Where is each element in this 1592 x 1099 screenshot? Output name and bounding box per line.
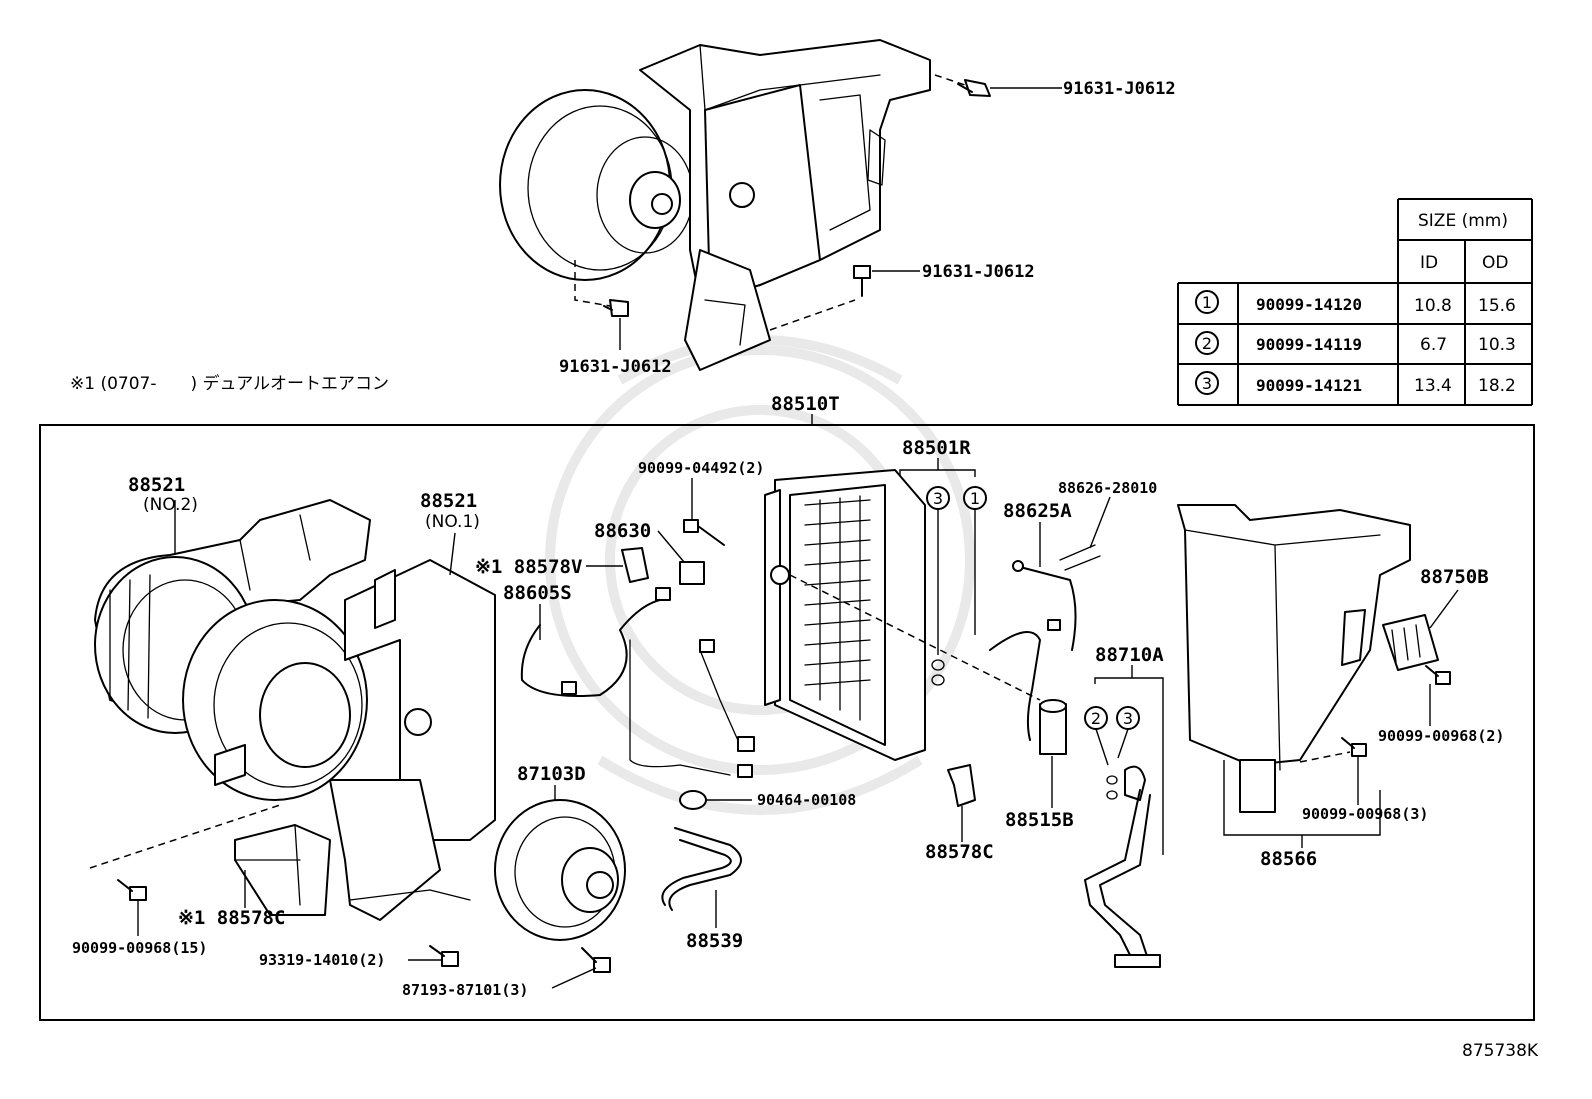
part-label-88710a: 88710A <box>1095 644 1164 666</box>
assembly-label-88510t: 88510T <box>771 393 840 415</box>
size-row-3-od: 18.2 <box>1478 376 1516 396</box>
bolt-icon-top-mid <box>853 265 871 297</box>
screw-icon-90099-00968-3 <box>1341 737 1367 757</box>
part-label-87103d: 87103D <box>517 763 586 785</box>
part-label-90099-00968-15: 90099-00968(15) <box>72 939 207 957</box>
callout-88710a-3: 3 <box>1123 709 1133 728</box>
o-ring-icon <box>931 674 945 686</box>
size-row-3-part: 90099-14121 <box>1256 376 1362 395</box>
size-table-col-od: OD <box>1482 253 1508 273</box>
callout-88710a-2: 2 <box>1091 709 1101 728</box>
size-row-1-num: 1 <box>1202 293 1212 312</box>
size-row-3-num: 3 <box>1202 374 1212 393</box>
part-label-87193-87101: 87193-87101(3) <box>402 981 528 999</box>
part-label-88521-no1: 88521 <box>420 490 477 512</box>
part-label-93319-14010: 93319-14010(2) <box>259 951 385 969</box>
screw-icon-87193-87101 <box>581 947 611 973</box>
size-table: SIZE (mm) ID OD 1 90099-14120 10.8 15.6 … <box>1177 198 1533 406</box>
blower-case-no1-illustration <box>182 559 496 921</box>
part-label-88515b: 88515B <box>1005 809 1074 831</box>
part-label-90099-00968-3: 90099-00968(3) <box>1302 805 1428 823</box>
part-sub-88521-no1: (NO.1) <box>425 512 480 532</box>
size-row-2-od: 10.3 <box>1478 335 1516 355</box>
screw-icon-93319-14010 <box>429 945 459 967</box>
size-table-header: SIZE (mm) <box>1418 211 1508 231</box>
size-row-2-num: 2 <box>1202 334 1212 353</box>
part-label-90099-00968-2: 90099-00968(2) <box>1378 727 1504 745</box>
refrigerant-pipe-illustration <box>1084 765 1161 968</box>
part-label-88539: 88539 <box>686 930 743 952</box>
resistor-88630-illustration <box>679 561 705 585</box>
size-row-1-od: 15.6 <box>1478 296 1516 316</box>
part-label-90464-00108: 90464-00108 <box>757 791 856 809</box>
part-label-91631-top-left: 91631-J0612 <box>559 357 672 377</box>
bolt-icon-90099-04492 <box>683 519 725 546</box>
filter-cover-left-illustration <box>234 824 331 916</box>
o-ring-icon <box>931 659 945 671</box>
top-unit-illustration <box>499 39 966 371</box>
part-label-88566: 88566 <box>1260 848 1317 870</box>
bolt-icon-top-right <box>957 79 991 97</box>
size-row-2-part: 90099-14119 <box>1256 335 1362 354</box>
thermistor-88625a-illustration <box>1012 544 1101 651</box>
size-row-1-id: 10.8 <box>1414 296 1452 316</box>
part-label-90099-04492: 90099-04492(2) <box>638 459 764 477</box>
size-row-1-part: 90099-14120 <box>1256 295 1362 314</box>
part-sub-88521-no2: (NO.2) <box>143 495 198 515</box>
part-label-88578c-mid: 88578C <box>925 841 994 863</box>
wire-harness-illustration <box>520 587 755 778</box>
clamp-90464-illustration <box>679 790 707 810</box>
part-label-91631-top-right: 91631-J0612 <box>1063 79 1176 99</box>
size-table-col-id: ID <box>1420 253 1438 273</box>
part-label-88521-no2: 88521 <box>128 474 185 496</box>
expansion-valve-illustration <box>989 631 1067 755</box>
case-88566-illustration <box>1177 504 1411 813</box>
size-row-3-id: 13.4 <box>1414 376 1452 396</box>
part-label-88630: 88630 <box>594 520 651 542</box>
applicability-note: ※1 (0707- ) デュアルオートエアコン <box>70 373 389 394</box>
bolt-icon-top-left <box>603 299 629 317</box>
part-label-88625a: 88625A <box>1003 500 1072 522</box>
exploded-view-frame <box>39 424 1535 1021</box>
servo-88750b-illustration <box>1382 614 1439 671</box>
screw-icon-90099-00968-2 <box>1425 665 1451 685</box>
diagram-code: 875738K <box>1462 1041 1539 1061</box>
blower-motor-illustration <box>494 799 626 941</box>
clip-88578v-illustration <box>621 547 649 583</box>
drain-hose-illustration <box>661 827 742 911</box>
part-label-88501r: 88501R <box>902 437 971 459</box>
part-label-88750b: 88750B <box>1420 566 1489 588</box>
part-label-88626-28010: 88626-28010 <box>1058 479 1157 497</box>
part-label-88578c-left: ※1 88578C <box>178 907 285 929</box>
screw-icon-90099-00968-15 <box>117 879 147 901</box>
part-label-88605s: 88605S <box>503 582 572 604</box>
clip-88578c-mid-illustration <box>947 764 976 807</box>
part-label-88578v: ※1 88578V <box>475 556 582 578</box>
evaporator-illustration <box>764 469 926 761</box>
size-row-2-id: 6.7 <box>1420 335 1447 355</box>
callout-88501r-3: 3 <box>933 489 943 508</box>
part-label-91631-top-mid: 91631-J0612 <box>922 262 1035 282</box>
callout-88501r-1: 1 <box>970 489 980 508</box>
